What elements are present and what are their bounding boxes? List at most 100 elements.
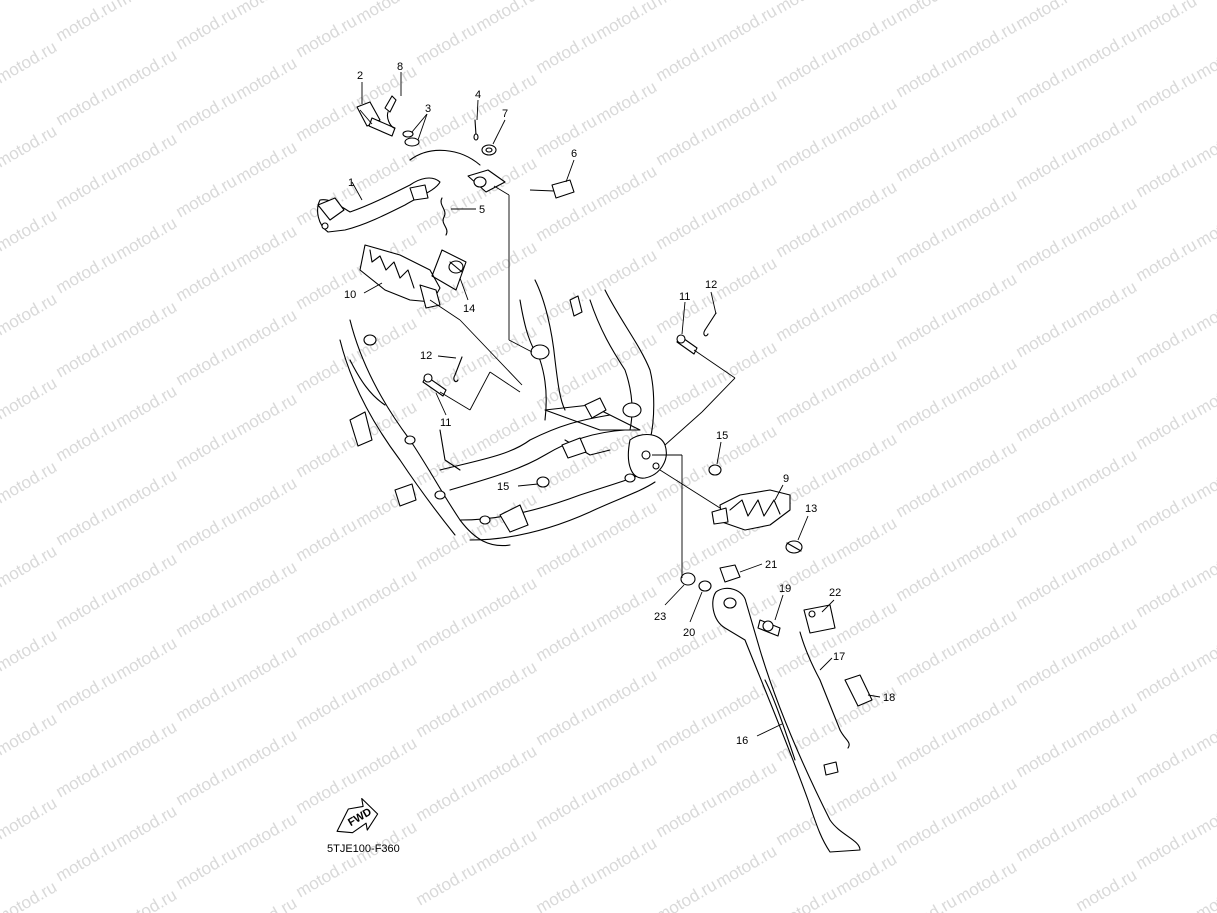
sidestand — [712, 587, 861, 853]
bolt-19 — [757, 619, 781, 637]
watermark-text: motod.ru — [53, 499, 121, 549]
watermark-text: motod.ru — [593, 497, 661, 547]
watermark-text: motod.ru — [0, 205, 60, 255]
watermark-text: motod.ru — [113, 45, 181, 95]
watermark-text: motod.ru — [233, 473, 301, 523]
watermark-text: motod.ru — [113, 465, 181, 515]
watermark-text: motod.ru — [653, 791, 721, 841]
watermark-text: motod.ru — [233, 221, 301, 271]
watermark-text: motod.ru — [713, 253, 781, 303]
watermark-text: motod.ru — [533, 783, 601, 833]
callout-1: 1 — [348, 177, 354, 189]
diagram-code: 5TJE100-F360 — [327, 843, 400, 855]
watermark-text: motod.ru — [1133, 487, 1201, 537]
callout-14: 14 — [463, 303, 475, 315]
watermark-text: motod.ru — [413, 103, 481, 153]
watermark-text: motod.ru — [953, 689, 1021, 739]
watermark-text: motod.ru — [233, 893, 301, 913]
watermark-text: motod.ru — [593, 245, 661, 295]
watermark-text: motod.ru — [893, 555, 961, 605]
watermark-text: motod.ru — [1193, 537, 1217, 587]
watermark-text: motod.ru — [53, 0, 121, 45]
watermark-text: motod.ru — [1073, 277, 1141, 327]
watermark-text: motod.ru — [653, 35, 721, 85]
watermark-text: motod.ru — [413, 691, 481, 741]
watermark-text: motod.ru — [1133, 823, 1201, 873]
watermark-text: motod.ru — [713, 85, 781, 135]
watermark-text: motod.ru — [953, 521, 1021, 571]
collar-15-left — [536, 476, 550, 488]
watermark-text: motod.ru — [713, 841, 781, 891]
watermark-text: motod.ru — [833, 177, 901, 227]
watermark-text: motod.ru — [53, 247, 121, 297]
pin-12-right — [703, 312, 717, 337]
callout-15-right: 15 — [716, 430, 728, 442]
pin — [384, 95, 397, 129]
watermark-text: motod.ru — [173, 171, 241, 221]
watermark-text: motod.ru — [0, 121, 60, 171]
watermark-text: motod.ru — [833, 261, 901, 311]
watermark-text: motod.ru — [1013, 59, 1081, 109]
callout-labels: 1 2 3 4 5 6 7 8 9 10 11 11 12 12 13 14 1… — [344, 61, 895, 747]
watermark-text: motod.ru — [1193, 117, 1217, 167]
watermark-text: motod.ru — [233, 389, 301, 439]
watermark-text: motod.ru — [113, 801, 181, 851]
bolt-6 — [529, 179, 575, 199]
bolt-11-left — [422, 373, 447, 397]
watermark-text: motod.ru — [1013, 143, 1081, 193]
watermark-text: motod.ru — [1193, 873, 1217, 913]
watermark-text: motod.ru — [893, 303, 961, 353]
watermark-text: motod.ru — [293, 11, 361, 61]
collar-15-right — [708, 464, 722, 476]
watermark-text: motod.ru — [473, 405, 541, 455]
watermark-text: motod.ru — [293, 599, 361, 649]
watermark-text: motod.ru — [953, 605, 1021, 655]
watermark-text: motod.ru — [893, 219, 961, 269]
callout-9: 9 — [783, 473, 789, 485]
watermark-text: motod.ru — [533, 531, 601, 581]
watermark-text: motod.ru — [893, 0, 961, 25]
watermark-text: motod.ru — [413, 439, 481, 489]
watermark-text: motod.ru — [893, 471, 961, 521]
watermark-text: motod.ru — [533, 0, 601, 1]
watermark-text: motod.ru — [113, 297, 181, 347]
watermark-text: motod.ru — [413, 355, 481, 405]
watermark-text: motod.ru — [953, 269, 1021, 319]
watermark-text: motod.ru — [1073, 529, 1141, 579]
watermark-text: motod.ru — [1193, 789, 1217, 839]
nut-21 — [719, 564, 741, 583]
callout-6: 6 — [571, 148, 577, 160]
watermark-text: motod.ru — [173, 339, 241, 389]
callout-8: 8 — [397, 61, 403, 73]
watermark-text: motod.ru — [713, 421, 781, 471]
watermark-text: motod.ru — [1133, 655, 1201, 705]
watermark-text: motod.ru — [953, 17, 1021, 67]
watermark-text: motod.ru — [173, 591, 241, 641]
brake-pivot-bolt — [356, 101, 396, 137]
watermark-text: motod.ru — [533, 279, 601, 329]
watermark-text: motod.ru — [173, 423, 241, 473]
watermark-text: motod.ru — [113, 213, 181, 263]
watermark-text: motod.ru — [953, 773, 1021, 823]
watermark-text: motod.ru — [293, 851, 361, 901]
callout-7: 7 — [502, 108, 508, 120]
watermark-text: motod.ru — [113, 633, 181, 683]
watermark-text: motod.ru — [1133, 403, 1201, 453]
callout-10: 10 — [344, 289, 356, 301]
watermark-text: motod.ru — [1133, 151, 1201, 201]
callout-16: 16 — [736, 735, 748, 747]
watermark-text: motod.ru — [0, 0, 60, 3]
watermark-text: motod.ru — [1133, 235, 1201, 285]
watermark-text: motod.ru — [713, 169, 781, 219]
watermark-text: motod.ru — [173, 759, 241, 809]
watermark-text: motod.ru — [173, 507, 241, 557]
brake-pedal — [317, 149, 481, 233]
watermark-text: motod.ru — [593, 749, 661, 799]
watermark-text: motod.ru — [233, 53, 301, 103]
watermark-text: motod.ru — [593, 0, 661, 43]
watermark-text: motod.ru — [653, 371, 721, 421]
watermark-text: motod.ru — [773, 295, 841, 345]
